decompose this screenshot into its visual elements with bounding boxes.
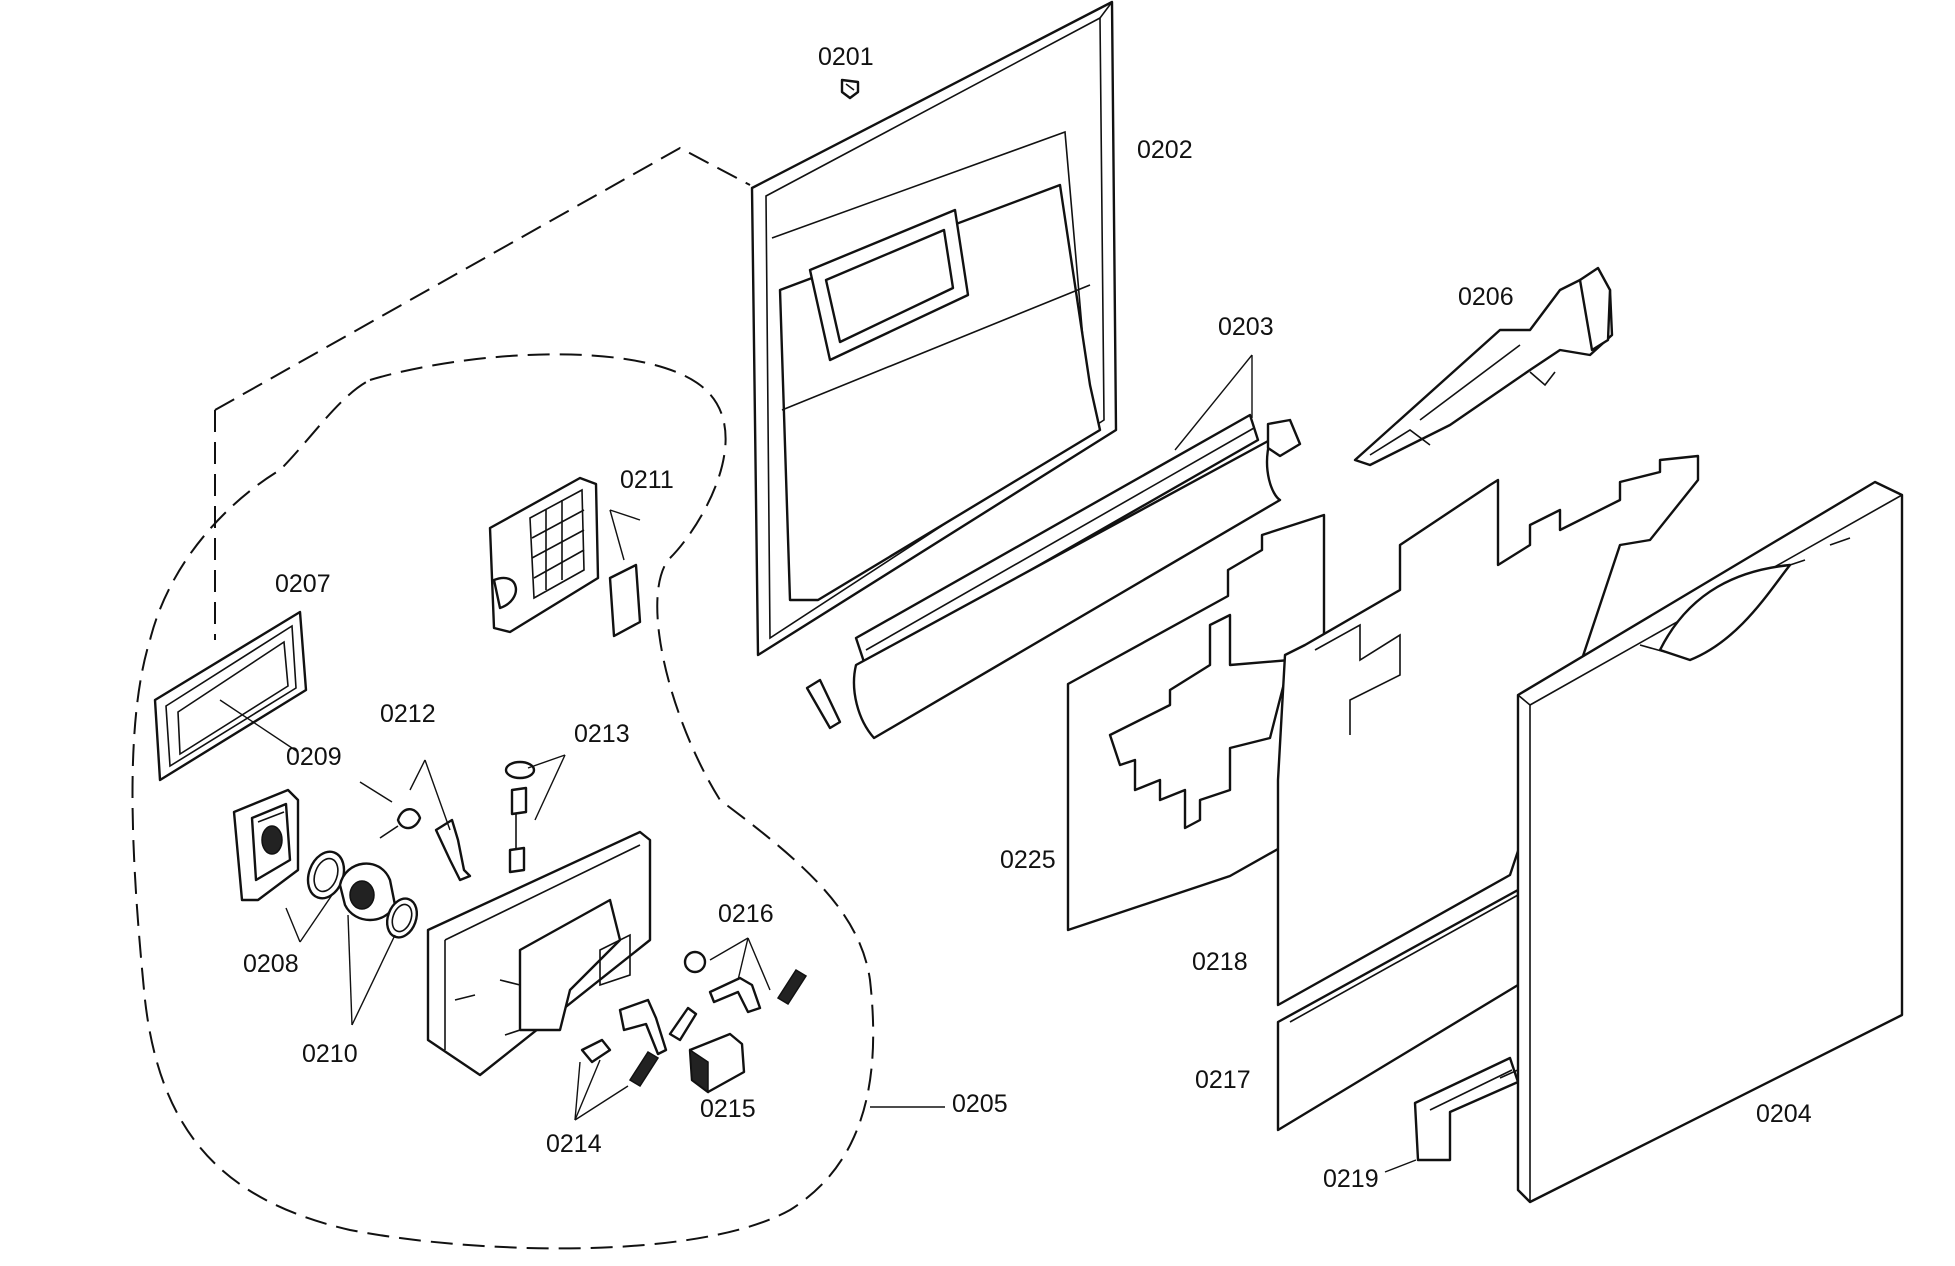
gasket-0207 [153, 610, 308, 782]
insulation-panel-0225 [1066, 513, 1326, 932]
clip-0214 [580, 1038, 612, 1064]
latch-0216 [708, 976, 762, 1014]
screw-0201 [840, 78, 860, 100]
label-0202: 0202 [1137, 136, 1193, 164]
spring-0216 [776, 968, 808, 1006]
label-0225: 0225 [1000, 846, 1056, 874]
dispenser-body-0205 [426, 830, 652, 1077]
label-0214: 0214 [546, 1130, 602, 1158]
label-0215: 0215 [700, 1095, 756, 1123]
outer-door-panel-0204 [1516, 480, 1904, 1204]
dispenser-lid-0211 [488, 476, 642, 638]
label-0211: 0211 [620, 466, 674, 494]
spring-0214 [628, 1050, 660, 1088]
cap-0210 [338, 862, 419, 939]
rinse-aid-housing-0208 [232, 788, 300, 902]
spring-lever-0212 [379, 808, 472, 882]
label-0204: 0204 [1756, 1100, 1812, 1128]
label-0218: 0218 [1192, 948, 1248, 976]
label-0206: 0206 [1458, 283, 1514, 311]
trim-strip-0203 [805, 413, 1302, 740]
label-0201: 0201 [818, 43, 874, 71]
pin-0213 [504, 760, 536, 874]
label-0212: 0212 [380, 700, 436, 728]
label-0210: 0210 [302, 1040, 358, 1068]
inner-door-0202 [750, 0, 1118, 657]
o-ring-inner-0209 [313, 857, 339, 893]
switch-0215 [688, 1032, 746, 1094]
label-0207: 0207 [275, 570, 331, 598]
insulation-panel-0218 [1276, 454, 1700, 1007]
label-0209: 0209 [286, 743, 342, 771]
ball-0216 [683, 950, 707, 974]
label-0208: 0208 [243, 950, 299, 978]
hinge-bracket-0206 [1353, 266, 1614, 467]
label-0216: 0216 [718, 900, 774, 928]
label-0213: 0213 [574, 720, 630, 748]
label-0219: 0219 [1323, 1165, 1379, 1193]
lever-0214 [618, 998, 698, 1056]
label-0203: 0203 [1218, 313, 1274, 341]
label-0205: 0205 [952, 1090, 1008, 1118]
guide-line [214, 146, 751, 411]
leader-lines [219, 354, 1417, 1173]
label-0217: 0217 [1195, 1066, 1251, 1094]
